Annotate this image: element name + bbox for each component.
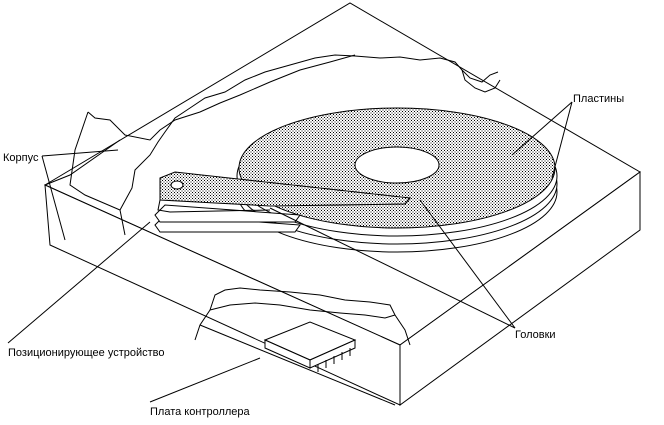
label-controller-board: Плата контроллера xyxy=(150,406,251,418)
leader-controller xyxy=(150,358,260,402)
label-positioner: Позиционирующее устройство xyxy=(8,347,165,359)
spindle-hole xyxy=(355,147,439,183)
label-heads: Головки xyxy=(515,329,556,341)
label-case: Корпус xyxy=(3,152,39,164)
label-platters: Пластины xyxy=(573,93,624,105)
pivot-hole xyxy=(171,181,183,189)
